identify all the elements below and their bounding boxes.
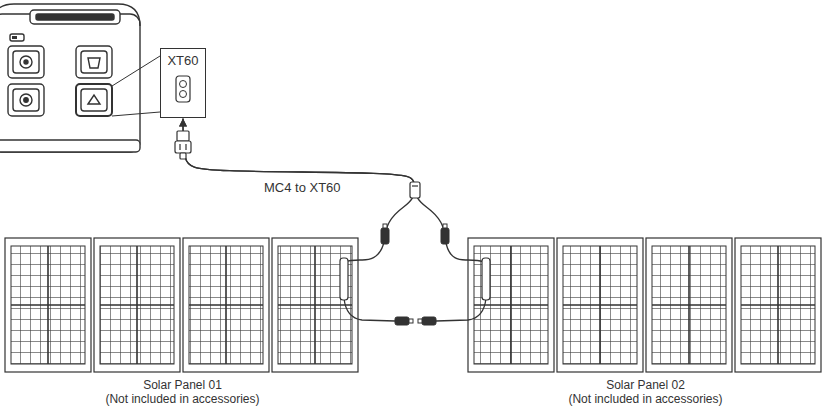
panel-frame xyxy=(5,238,91,372)
panel-frame xyxy=(646,238,732,372)
xt60-plug xyxy=(175,131,191,159)
panel-cells xyxy=(563,246,637,364)
callout-box: XT60 xyxy=(160,48,206,118)
panel-frame xyxy=(735,238,821,372)
cable xyxy=(183,119,468,261)
panel-divider xyxy=(278,246,352,364)
panel-cells xyxy=(741,246,815,364)
cable xyxy=(183,119,415,261)
panel-cells xyxy=(11,246,85,364)
cable-name: MC4 to XT60 xyxy=(262,180,343,195)
panel-cells xyxy=(652,246,726,364)
solar-panel: Solar Panel 01(Not included in accessori… xyxy=(5,238,360,406)
panel-note: (Not included in accessories) xyxy=(468,392,823,406)
panel-frame xyxy=(183,238,269,372)
panel-frame xyxy=(468,238,554,372)
panel-frame xyxy=(94,238,180,372)
panel-name: Solar Panel 01 xyxy=(5,378,360,392)
panel-divider xyxy=(100,246,174,364)
panel-name: Solar Panel 02 xyxy=(468,378,823,392)
panel-divider xyxy=(11,246,85,364)
panel-divider xyxy=(652,246,726,364)
panel-frame xyxy=(557,238,643,372)
panel-cells xyxy=(100,246,174,364)
panel-divider xyxy=(741,246,815,364)
xt60-port-icon xyxy=(175,75,191,103)
leader-line xyxy=(112,56,160,116)
port-name: XT60 xyxy=(161,49,205,69)
panel-divider xyxy=(563,246,637,364)
panel-cells xyxy=(189,246,263,364)
y-splitter xyxy=(410,182,420,198)
solar-panels xyxy=(5,238,821,372)
panel-note: (Not included in accessories) xyxy=(5,392,360,406)
solar-panel: Solar Panel 02(Not included in accessori… xyxy=(468,238,823,406)
power-station xyxy=(0,4,140,152)
mc4-connector xyxy=(381,224,449,244)
panel-cells xyxy=(278,246,352,364)
panel-divider xyxy=(189,246,263,364)
mc4-connector xyxy=(395,317,436,325)
panel-lead xyxy=(344,260,486,321)
junction-box xyxy=(340,258,490,300)
